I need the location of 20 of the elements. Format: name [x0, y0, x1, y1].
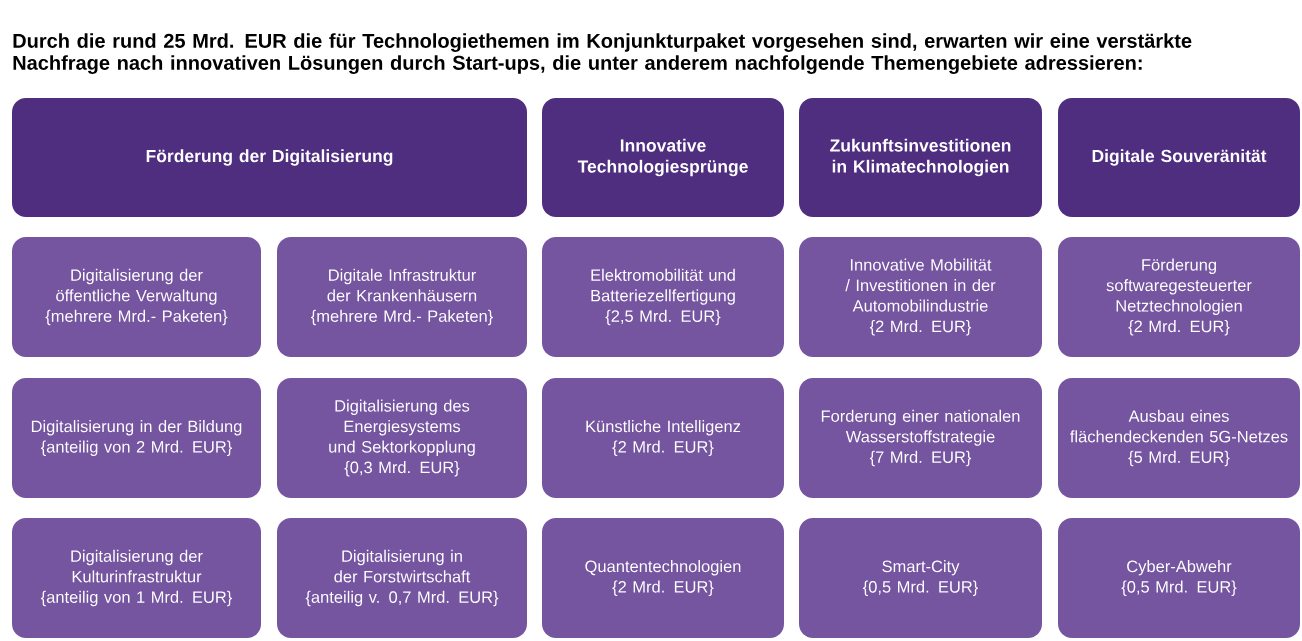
topic-box: Elektromobilität und Batteriezellfertigung {2,5 Mrd. EUR}: [542, 237, 784, 357]
title: Durch die rund 25 Mrd. EUR die für Technologiethemen im Konjunkturpaket vorgesehen sind, erwarten wir eine verstärkte Nachfrage nach innovativen Lösungen durch Start-ups, die unter anderem nachfolgende Themengebiete adressieren:: [13, 33, 1192, 74]
topic-box: Digitale Infrastruktur der Krankenhäusern {mehrere Mrd.- Paketen}: [277, 237, 527, 357]
topic-box: Digitalisierung in der Bildung {anteilig von 2 Mrd. EUR}: [12, 378, 261, 498]
topic-box: Förderung softwaregesteuerter Netztechnologien {2 Mrd. EUR}: [1058, 237, 1300, 357]
topic-box: Forderung einer nationalen Wasserstoffstrategie {7 Mrd. EUR}: [799, 378, 1042, 498]
topic-box: Digitalisierung der öffentliche Verwaltung {mehrere Mrd.- Paketen}: [12, 237, 261, 357]
header-box: Förderung der Digitalisierung: [12, 98, 527, 217]
topic-box: Ausbau eines flächendeckenden 5G-Netzes {5 Mrd. EUR}: [1058, 378, 1300, 498]
header-box: Digitale Souveränität: [1058, 98, 1300, 217]
header-box: Zukunftsinvestitionen in Klimatechnologien: [799, 98, 1042, 217]
header-box: Innovative Technologiesprünge: [542, 98, 784, 217]
topic-box: Innovative Mobilität / Investitionen in der Automobilindustrie {2 Mrd. EUR}: [799, 237, 1042, 357]
topic-box: Smart-City {0,5 Mrd. EUR}: [799, 518, 1042, 638]
topic-box: Cyber-Abwehr {0,5 Mrd. EUR}: [1058, 518, 1300, 638]
topic-box: Digitalisierung in der Forstwirtschaft {anteilig v. 0,7 Mrd. EUR}: [277, 518, 527, 638]
topic-box: Quantentechnologien {2 Mrd. EUR}: [542, 518, 784, 638]
topic-box: Künstliche Intelligenz {2 Mrd. EUR}: [542, 378, 784, 498]
topic-box: Digitalisierung des Energiesystems und Sektorkopplung {0,3 Mrd. EUR}: [277, 378, 527, 498]
topic-box: Digitalisierung der Kulturinfrastruktur {anteilig von 1 Mrd. EUR}: [12, 518, 261, 638]
